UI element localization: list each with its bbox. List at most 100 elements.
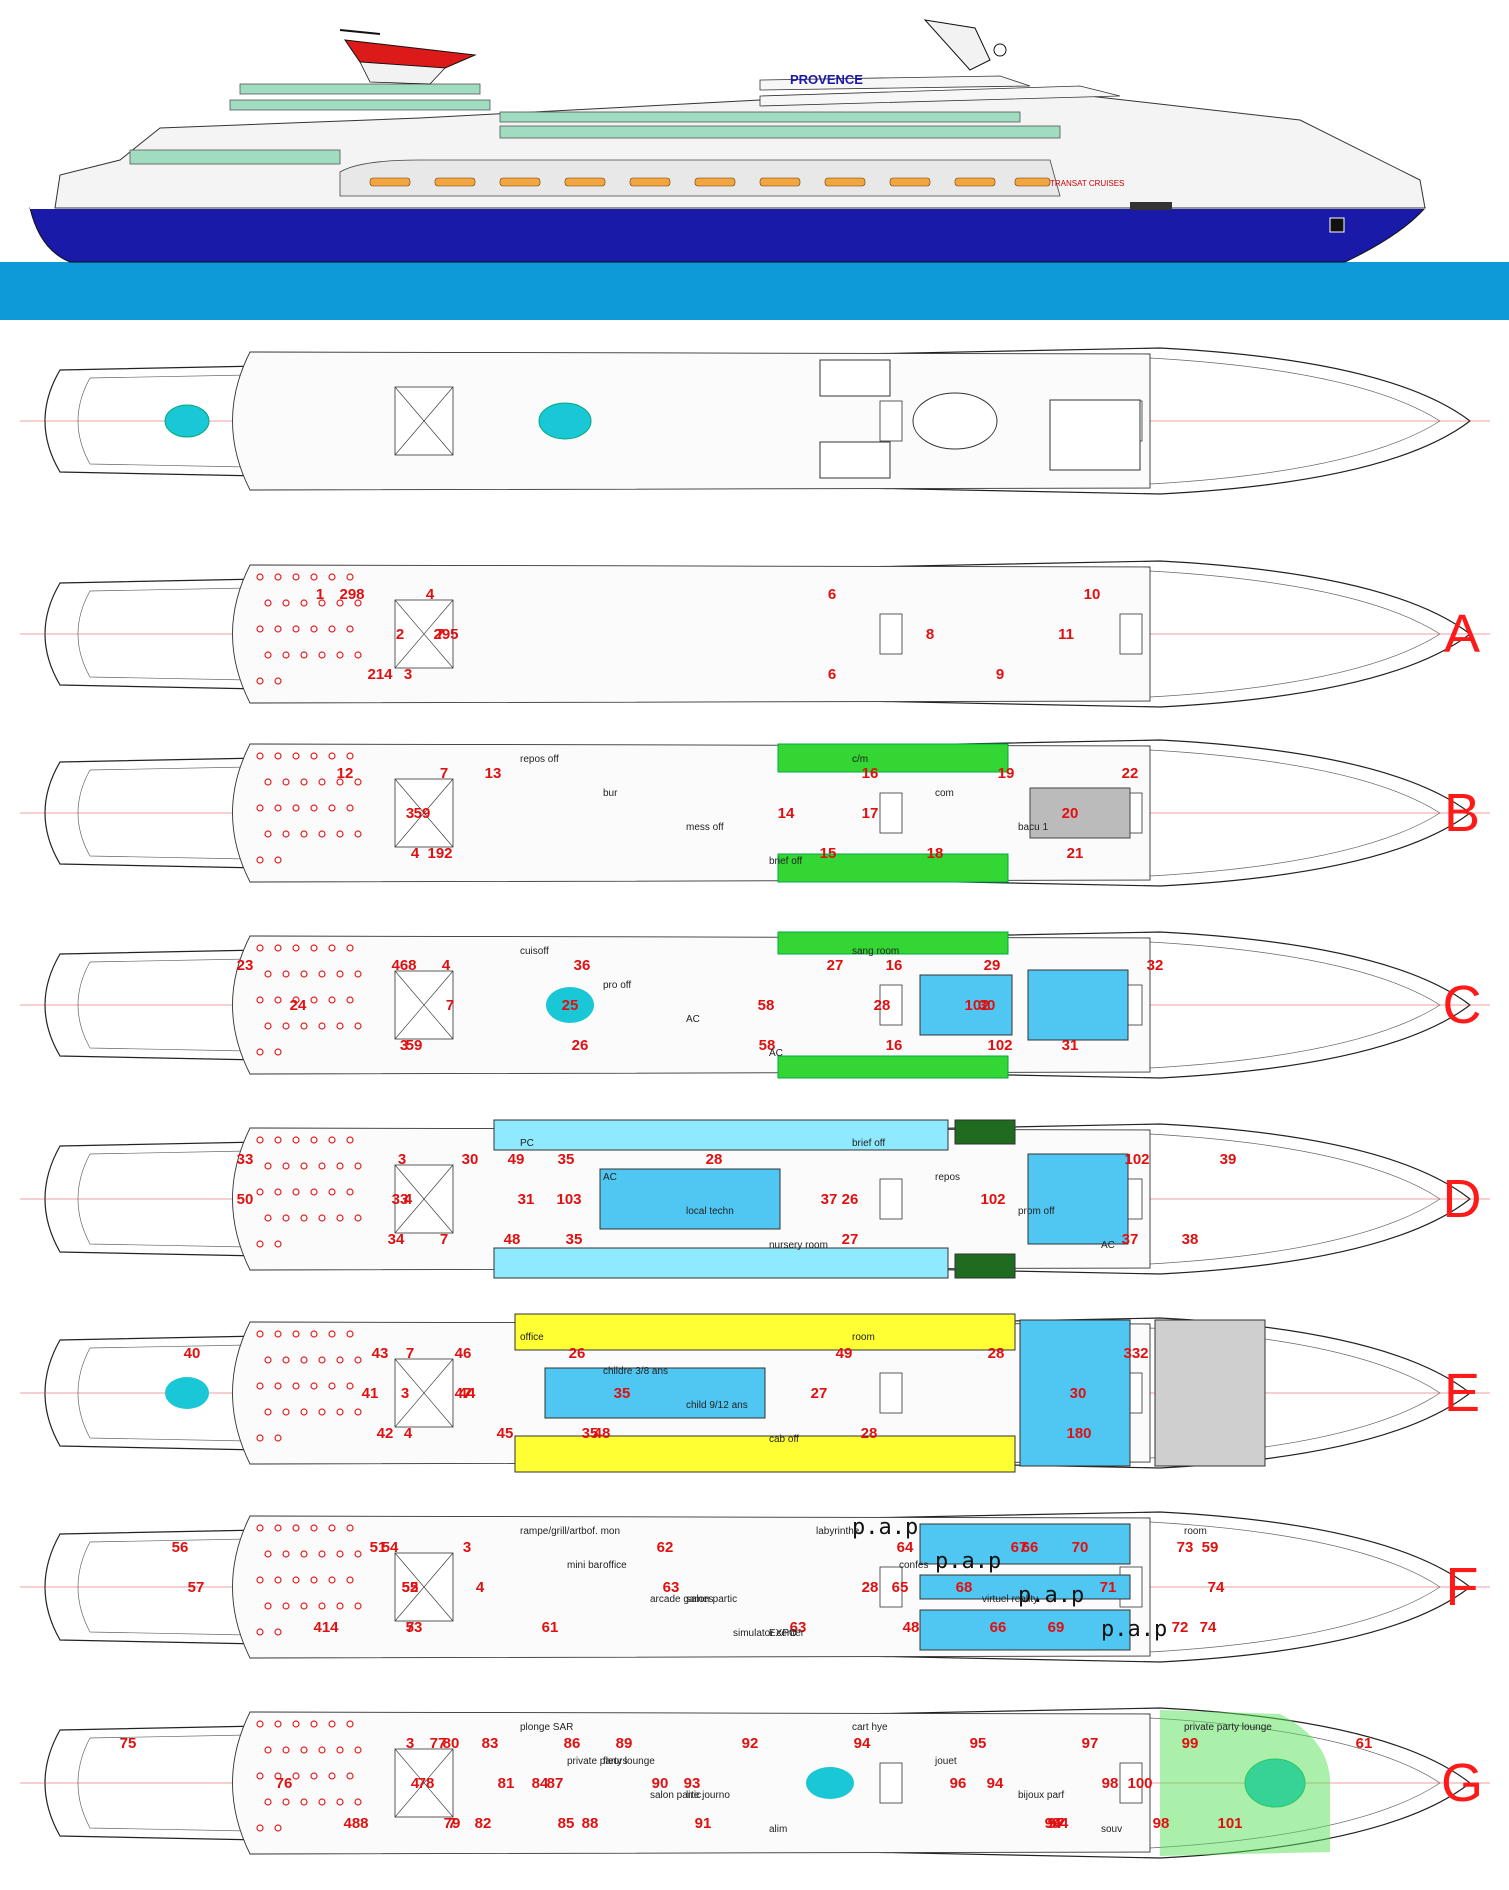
seat — [354, 1602, 362, 1610]
superstructure — [232, 935, 1151, 1075]
area-number: 11 — [1058, 626, 1074, 643]
area-label: p.a.p — [1101, 1617, 1167, 1642]
area-number: 20 — [1062, 805, 1079, 822]
cabin-row-yellow — [514, 1313, 1016, 1351]
seat — [346, 1576, 354, 1584]
stairwell-mid — [879, 984, 903, 1026]
area-label: salon partic — [650, 1790, 701, 1801]
seat — [310, 573, 318, 581]
deck-inner-outline — [77, 1327, 1441, 1459]
seat — [310, 1524, 318, 1532]
deck-inner-outline — [77, 941, 1441, 1069]
seat — [318, 1746, 326, 1754]
garden-area — [1160, 1710, 1330, 1856]
area-number: 414 — [313, 1619, 339, 1636]
seat — [256, 996, 264, 1004]
area-number: 98 — [1153, 1815, 1170, 1832]
seat — [256, 1434, 264, 1442]
area-number: 32 — [1147, 957, 1164, 974]
area-number: 39 — [1220, 1151, 1237, 1168]
area-number: 7 — [406, 1619, 414, 1636]
area-label: virtuel reality — [982, 1594, 1038, 1605]
superstructure — [232, 1711, 1151, 1855]
area-number: 332 — [1123, 1345, 1148, 1362]
cabin-block — [599, 1168, 781, 1230]
sun-deck-circle — [912, 392, 998, 450]
area-label: private party lounge — [567, 1756, 655, 1767]
seat — [318, 1550, 326, 1558]
area-number: 27 — [811, 1385, 828, 1402]
deck-letter: C — [1443, 975, 1482, 1035]
seat — [256, 1330, 264, 1338]
area-label: bacu 1 — [1018, 822, 1048, 833]
area-number: 14 — [778, 805, 795, 822]
area-number: 94 — [854, 1735, 871, 1752]
seat — [346, 573, 354, 581]
seat — [318, 778, 326, 786]
seat — [328, 1382, 336, 1390]
seat — [354, 1162, 362, 1170]
seat — [256, 1136, 264, 1144]
area-label: prom off — [1018, 1206, 1055, 1217]
area-label: childre 3/8 ans — [603, 1366, 668, 1377]
deck-c: 2324347594682526365858272816161021022930… — [20, 931, 1490, 1079]
area-number: 65 — [892, 1579, 909, 1596]
area-number: 74 — [1200, 1619, 1217, 1636]
area-number: 49 — [508, 1151, 525, 1168]
seat — [292, 996, 300, 1004]
stairwell-mid — [879, 1566, 903, 1608]
cabin-block — [544, 1367, 766, 1419]
seat — [346, 625, 354, 633]
seat — [292, 1524, 300, 1532]
seat — [274, 1188, 282, 1196]
seat — [310, 1188, 318, 1196]
area-number: 41 — [362, 1385, 379, 1402]
area-number: 37 — [1122, 1231, 1139, 1248]
seat — [300, 1214, 308, 1222]
seat — [310, 1576, 318, 1584]
area-number: 47 — [455, 1385, 472, 1402]
area-number: 36 — [574, 957, 591, 974]
stairwell-mid — [879, 1372, 903, 1414]
seat — [292, 752, 300, 760]
area-number: 101 — [1217, 1815, 1242, 1832]
officer-cabins — [1154, 1319, 1266, 1467]
area-number: 16 — [886, 1037, 903, 1054]
deck-letter: A — [1444, 604, 1480, 664]
area-number: 19 — [998, 765, 1015, 782]
area-number: 31 — [518, 1191, 535, 1208]
seat — [346, 1382, 354, 1390]
hull — [29, 207, 1427, 263]
area-number: 34 — [388, 1231, 405, 1248]
lifeboats — [369, 177, 1051, 187]
deck-g: 7576488347777879808182838485868788899091… — [20, 1707, 1490, 1859]
area-number: 16 — [886, 957, 903, 974]
seat — [274, 1434, 282, 1442]
seat — [264, 1798, 272, 1806]
area-number: 33 — [237, 1151, 254, 1168]
pool — [165, 1377, 209, 1409]
area-number: 4 — [476, 1579, 485, 1596]
area-number: 102 — [1124, 1151, 1149, 1168]
deck-d: 3333343473031484910335352627283737102102… — [20, 1119, 1490, 1279]
seat — [346, 1330, 354, 1338]
area-number: 56 — [172, 1539, 189, 1556]
area-number: 69 — [1048, 1619, 1065, 1636]
seat — [310, 996, 318, 1004]
area-number: 95 — [970, 1735, 987, 1752]
seat — [274, 1628, 282, 1636]
seat — [328, 1136, 336, 1144]
area-number: 74 — [1208, 1579, 1225, 1596]
seat — [336, 830, 344, 838]
area-number: 28 — [706, 1151, 723, 1168]
green-zone — [777, 931, 1009, 955]
area-number: 2 — [396, 626, 404, 643]
tennis-court — [1049, 399, 1141, 471]
cabin-row — [493, 1247, 949, 1279]
seat — [336, 778, 344, 786]
area-number: 488 — [343, 1815, 368, 1832]
area-label: rampe/grill/artbof. mon — [520, 1526, 620, 1537]
area-number: 102 — [964, 997, 989, 1014]
